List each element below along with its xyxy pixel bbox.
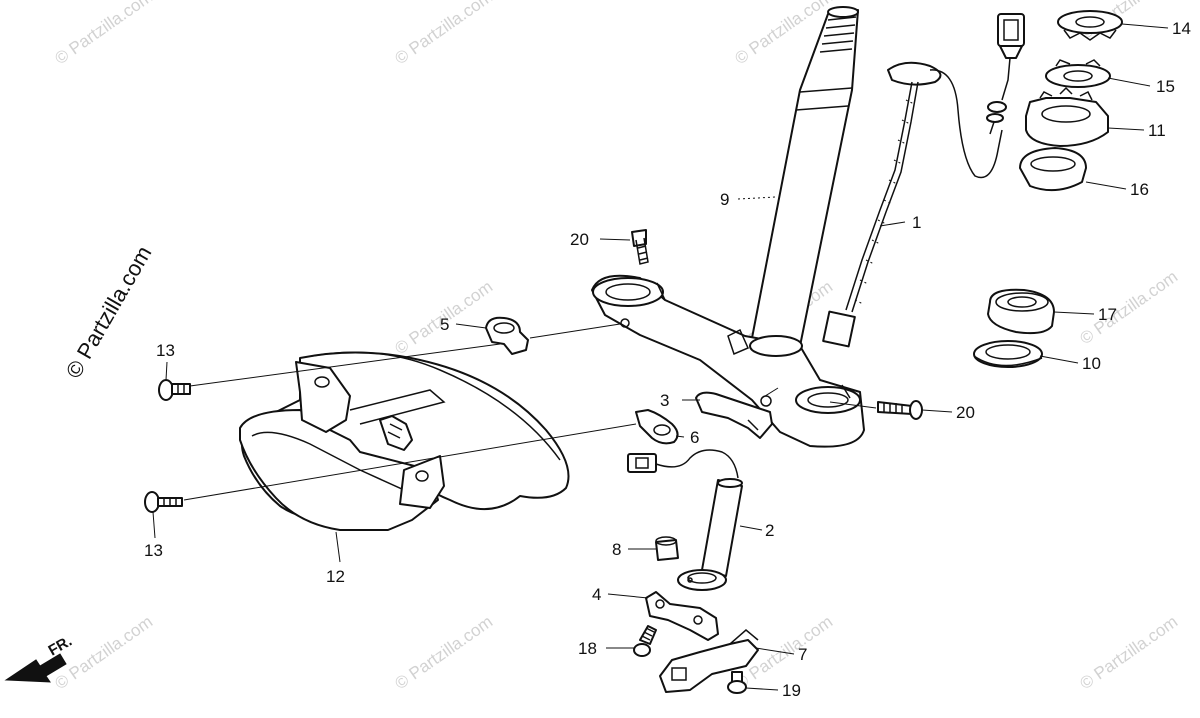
callout-1: 1 (912, 213, 921, 232)
bolt-20-right-part (877, 400, 923, 420)
bearing-part (987, 288, 1055, 335)
lower-bracket-part (659, 629, 759, 693)
lock-washer-part (1045, 59, 1111, 88)
adjusting-nut-part (1025, 86, 1109, 147)
bracket-part (695, 391, 773, 439)
harness-part (822, 61, 1003, 348)
callout-14: 14 (1172, 19, 1191, 38)
connector-cable-part (986, 13, 1025, 135)
callout-16: 16 (1130, 180, 1149, 199)
bolt-13-upper-part (158, 379, 191, 401)
callout-13-upper: 13 (156, 341, 175, 360)
bolt-18-part (633, 625, 657, 657)
callout-labels: 1 2 3 4 5 6 7 8 9 10 11 12 13 13 14 15 1… (144, 19, 1191, 700)
callout-3: 3 (660, 391, 669, 410)
watermark: © Partzilla.com (391, 0, 496, 68)
triple-clamp-part (591, 274, 865, 448)
callout-10: 10 (1082, 354, 1101, 373)
collar-part (655, 536, 679, 561)
callout-20-upper: 20 (570, 230, 589, 249)
watermark: © Partzilla.com (1076, 267, 1181, 348)
mounting-plate-part (645, 591, 719, 641)
watermark: © Partzilla.com (1076, 612, 1181, 693)
callout-6: 6 (690, 428, 699, 447)
callout-15: 15 (1156, 77, 1175, 96)
partzilla-side-watermark: © Partzilla.com (61, 242, 157, 383)
cable-clamp-part (485, 316, 529, 355)
callout-9: 9 (720, 190, 729, 209)
callout-8: 8 (612, 540, 621, 559)
dust-seal-part (1019, 147, 1087, 192)
top-nut-part (1057, 10, 1123, 41)
lower-seal-part (973, 340, 1043, 368)
leader-lines (152, 23, 1169, 691)
callout-13-lower: 13 (144, 541, 163, 560)
cover-part (239, 351, 570, 531)
small-clamp-part (635, 409, 679, 445)
callout-20-right: 20 (956, 403, 975, 422)
callout-5: 5 (440, 315, 449, 334)
callout-19: 19 (782, 681, 801, 700)
watermark: © Partzilla.com (391, 612, 496, 693)
callout-4: 4 (592, 585, 601, 604)
watermark: © Partzilla.com (51, 612, 156, 693)
bolt-13-lower-part (144, 491, 183, 513)
callout-17: 17 (1098, 305, 1117, 324)
watermark: © Partzilla.com (51, 0, 156, 68)
steering-stem-part (751, 6, 859, 347)
callout-2: 2 (765, 521, 774, 540)
callout-11: 11 (1148, 121, 1166, 140)
callout-12: 12 (326, 567, 345, 586)
callout-7: 7 (798, 645, 807, 664)
sensor-part (627, 449, 743, 591)
bolt-19-part (727, 671, 747, 694)
front-direction-label: FR. (46, 633, 75, 660)
bolt-20-upper-part (631, 229, 649, 265)
callout-18: 18 (578, 639, 597, 658)
assembly-lines (183, 323, 877, 501)
